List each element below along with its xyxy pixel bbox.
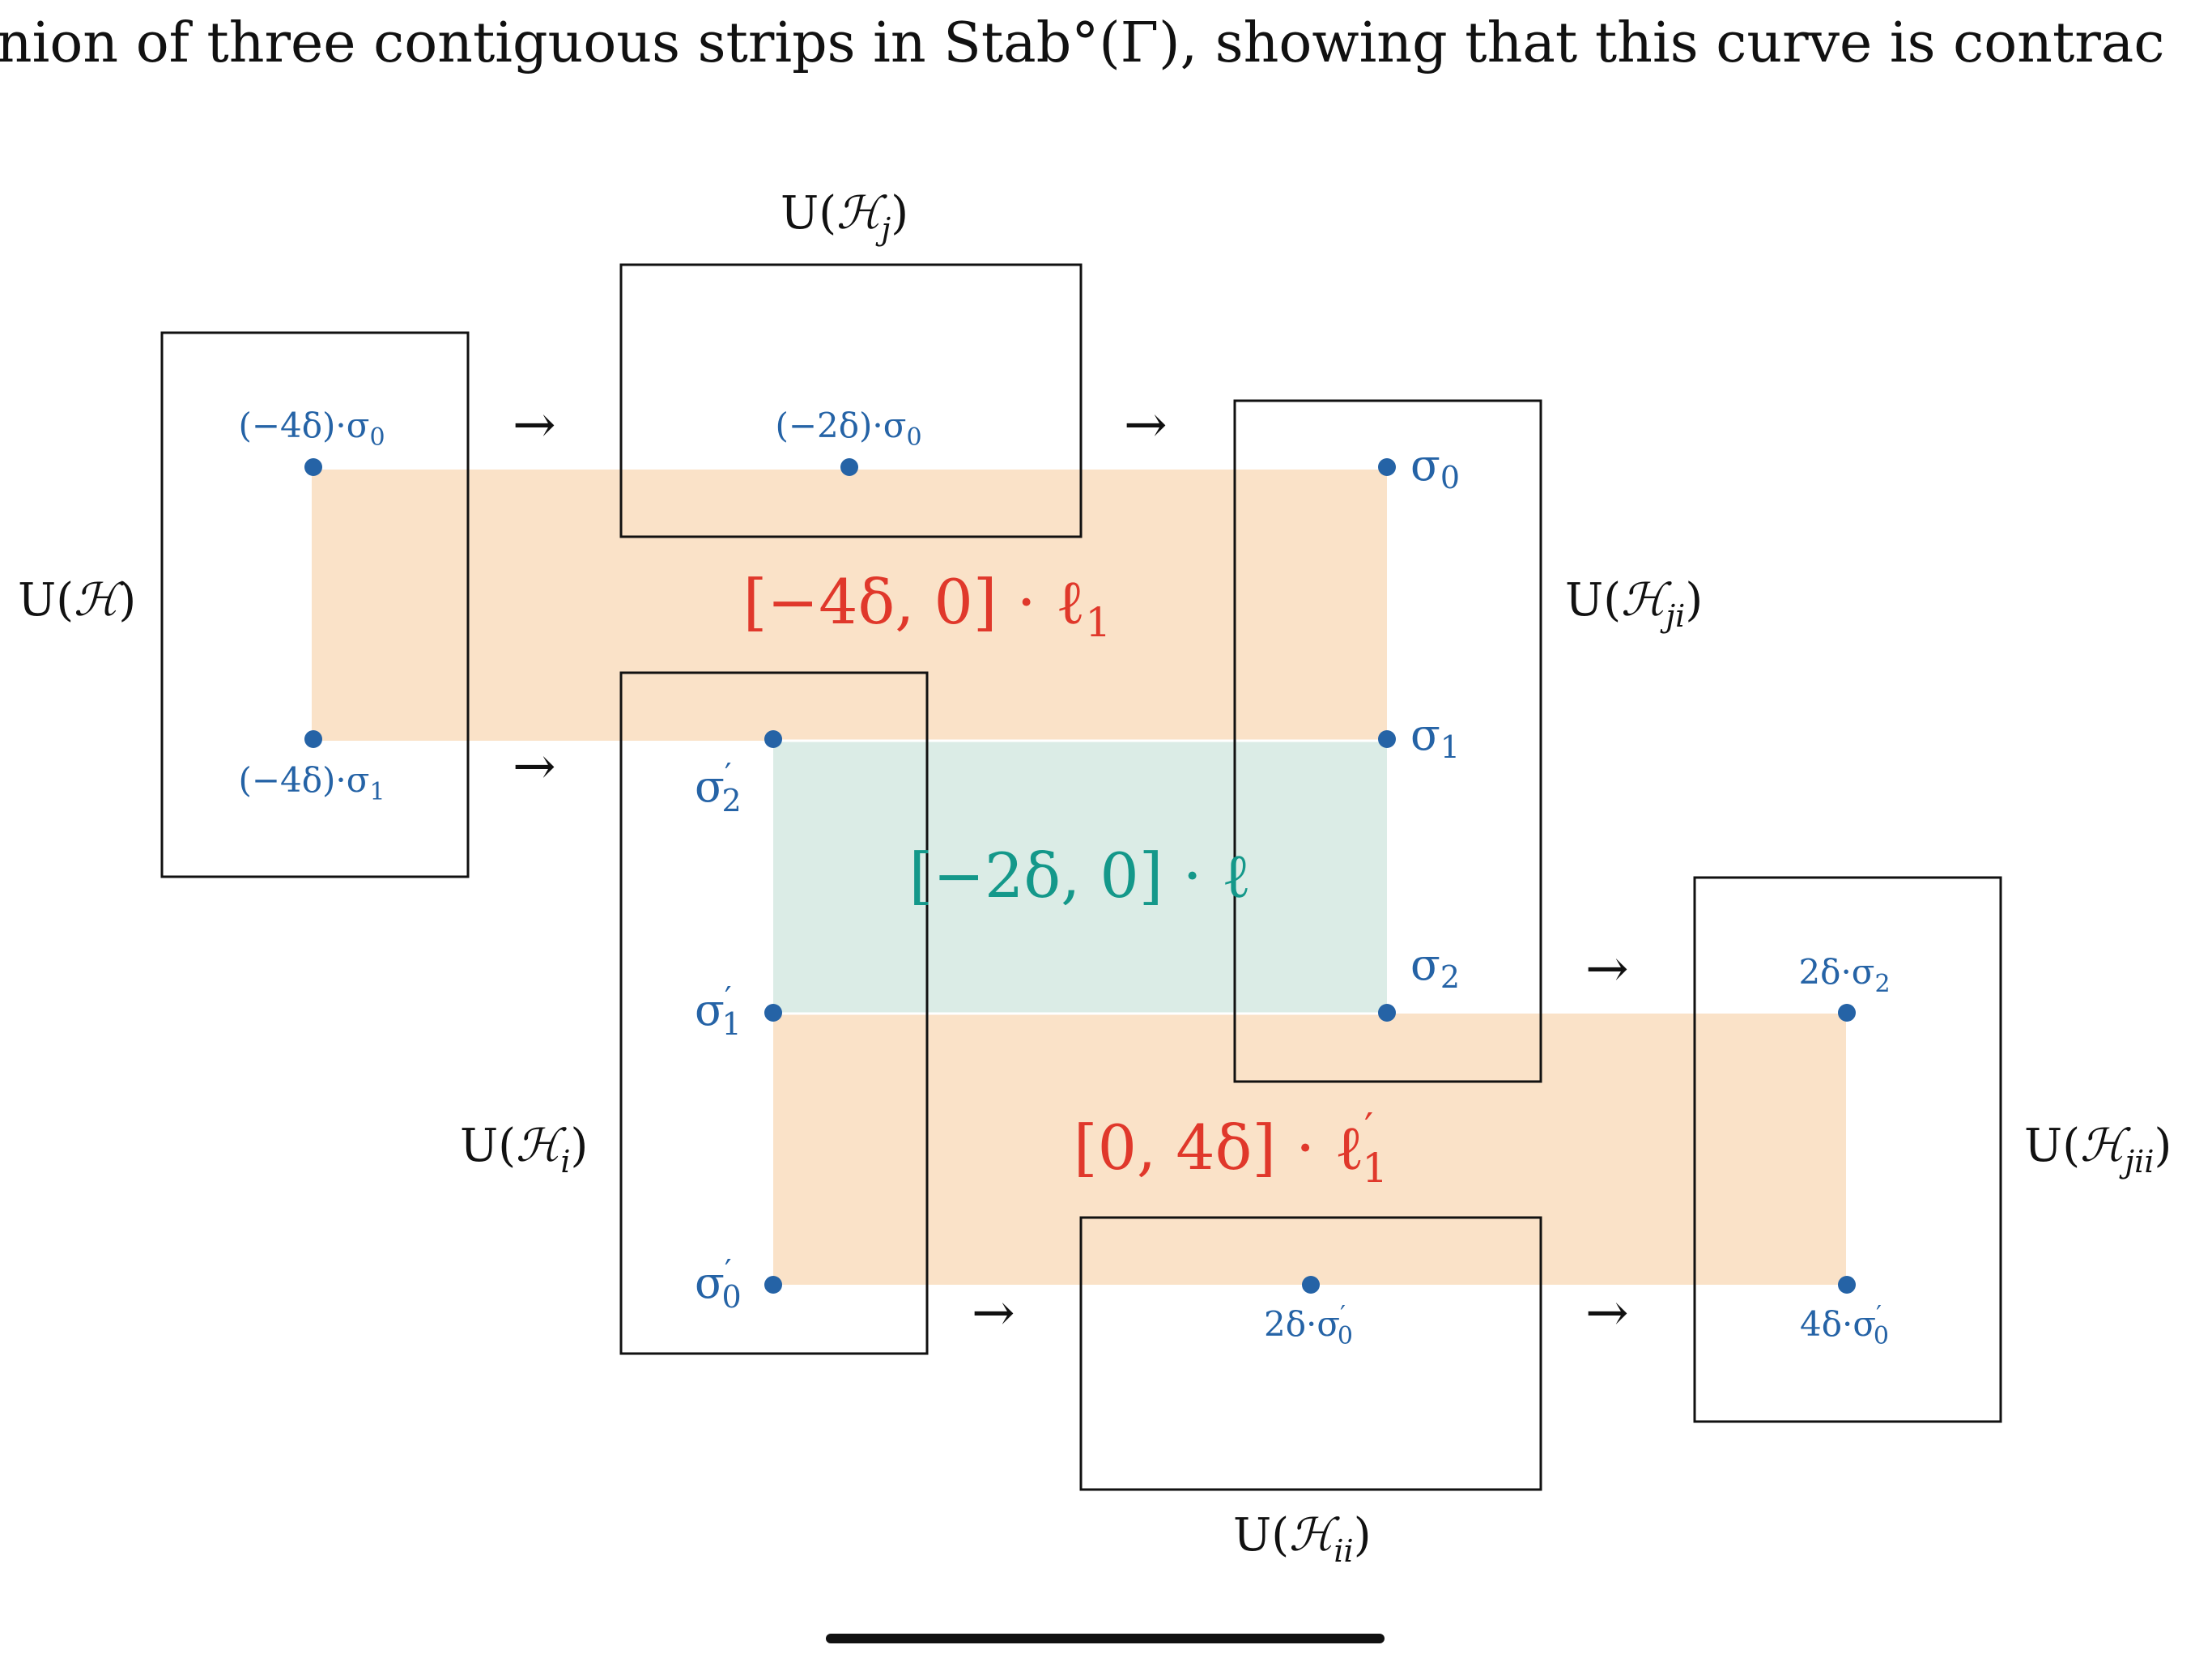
home-indicator[interactable] [826,1634,1385,1643]
point-sigma2 [1378,1004,1396,1022]
point-m2-sigma0 [840,458,858,476]
label-sigma0: σ0 [1410,440,1460,495]
box-U-Hji [1233,399,1542,1083]
point-sigma0-prime [764,1276,782,1294]
point-sigma1-prime [764,1004,782,1022]
arrow-icon: → [1124,395,1168,455]
label-U-Hj: U(ℋj) [781,187,908,247]
box-U-Hi [619,671,929,1355]
point-sigma0 [1378,458,1396,476]
box-U-Hj [619,263,1083,538]
strip-bottom-label: [0, 4δ] · ℓ′1 [1074,1104,1388,1192]
label-sigma2-prime: σ′2 [695,757,742,818]
box-U-Hii [1079,1216,1542,1491]
label-m4-sigma1: (−4δ)·σ1 [238,760,385,806]
label-4d-sigma0-prime: 4δ·σ′0 [1800,1301,1889,1350]
strip-middle-label: [−2δ, 0] · ℓ [909,840,1252,912]
arrow-icon: → [513,737,556,797]
label-m2-sigma0: (−2δ)·σ0 [775,406,921,452]
strip-top-fill [312,470,1387,741]
arrow-icon: → [972,1283,1015,1343]
point-m4-sigma0 [304,458,322,476]
strip-top-label: [−4δ, 0] · ℓ1 [743,566,1111,646]
point-sigma2-prime [764,730,782,748]
label-U-Hji: U(ℋji) [1565,574,1703,634]
label-2d-sigma2: 2δ·σ2 [1798,952,1890,998]
point-2d-sigma2 [1838,1004,1856,1022]
label-U-Hjii: U(ℋjii) [2024,1120,2172,1180]
strip-bottom-fill [773,1014,1846,1285]
label-sigma1: σ1 [1410,709,1460,765]
label-m4-sigma0: (−4δ)·σ0 [238,406,385,452]
point-4d-sigma0-prime [1838,1276,1856,1294]
caption-text: union of three contiguous strips in Stab… [0,11,2165,75]
label-U-Hii: U(ℋii) [1233,1509,1372,1569]
box-U-H [160,331,470,878]
point-sigma1 [1378,730,1396,748]
strip-middle-fill [773,741,1387,1014]
arrow-icon: → [1585,1283,1629,1343]
label-U-H: U(ℋ) [18,574,136,627]
arrow-icon: → [513,395,556,455]
box-U-Hjii [1693,876,2002,1423]
point-2d-sigma0-prime [1302,1276,1320,1294]
arrow-icon: → [1585,939,1629,999]
label-sigma1-prime: σ′1 [695,980,742,1042]
point-m4-sigma1 [304,730,322,748]
label-U-Hi: U(ℋi) [460,1120,588,1180]
label-sigma2: σ2 [1410,939,1460,995]
label-sigma0-prime: σ′0 [695,1253,742,1315]
label-2d-sigma0-prime: 2δ·σ′0 [1264,1301,1353,1350]
